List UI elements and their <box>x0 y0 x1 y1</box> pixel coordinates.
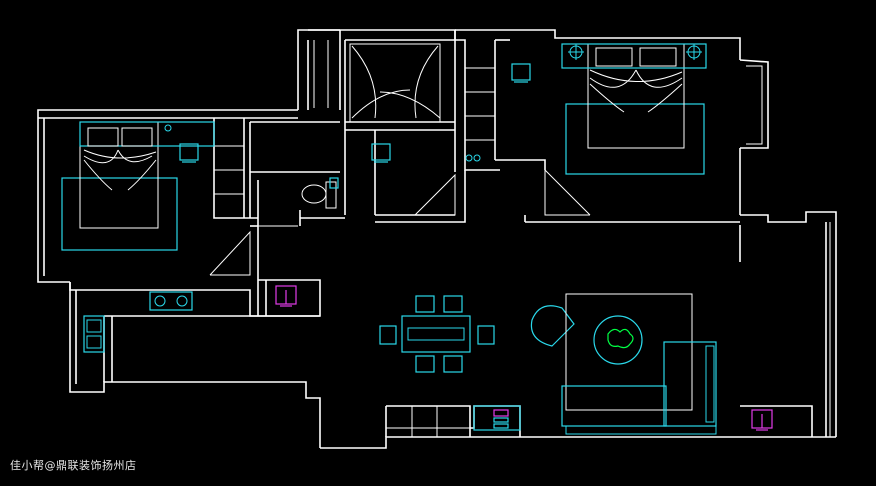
bathroom <box>301 43 481 209</box>
living-room <box>473 293 773 435</box>
bedroom-master <box>511 43 707 175</box>
bedroom-left <box>61 121 215 251</box>
kitchen <box>83 285 297 353</box>
dining <box>379 295 575 373</box>
walls <box>37 29 837 449</box>
watermark-text: 佳小帮@鼎联装饰扬州店 <box>10 459 137 472</box>
